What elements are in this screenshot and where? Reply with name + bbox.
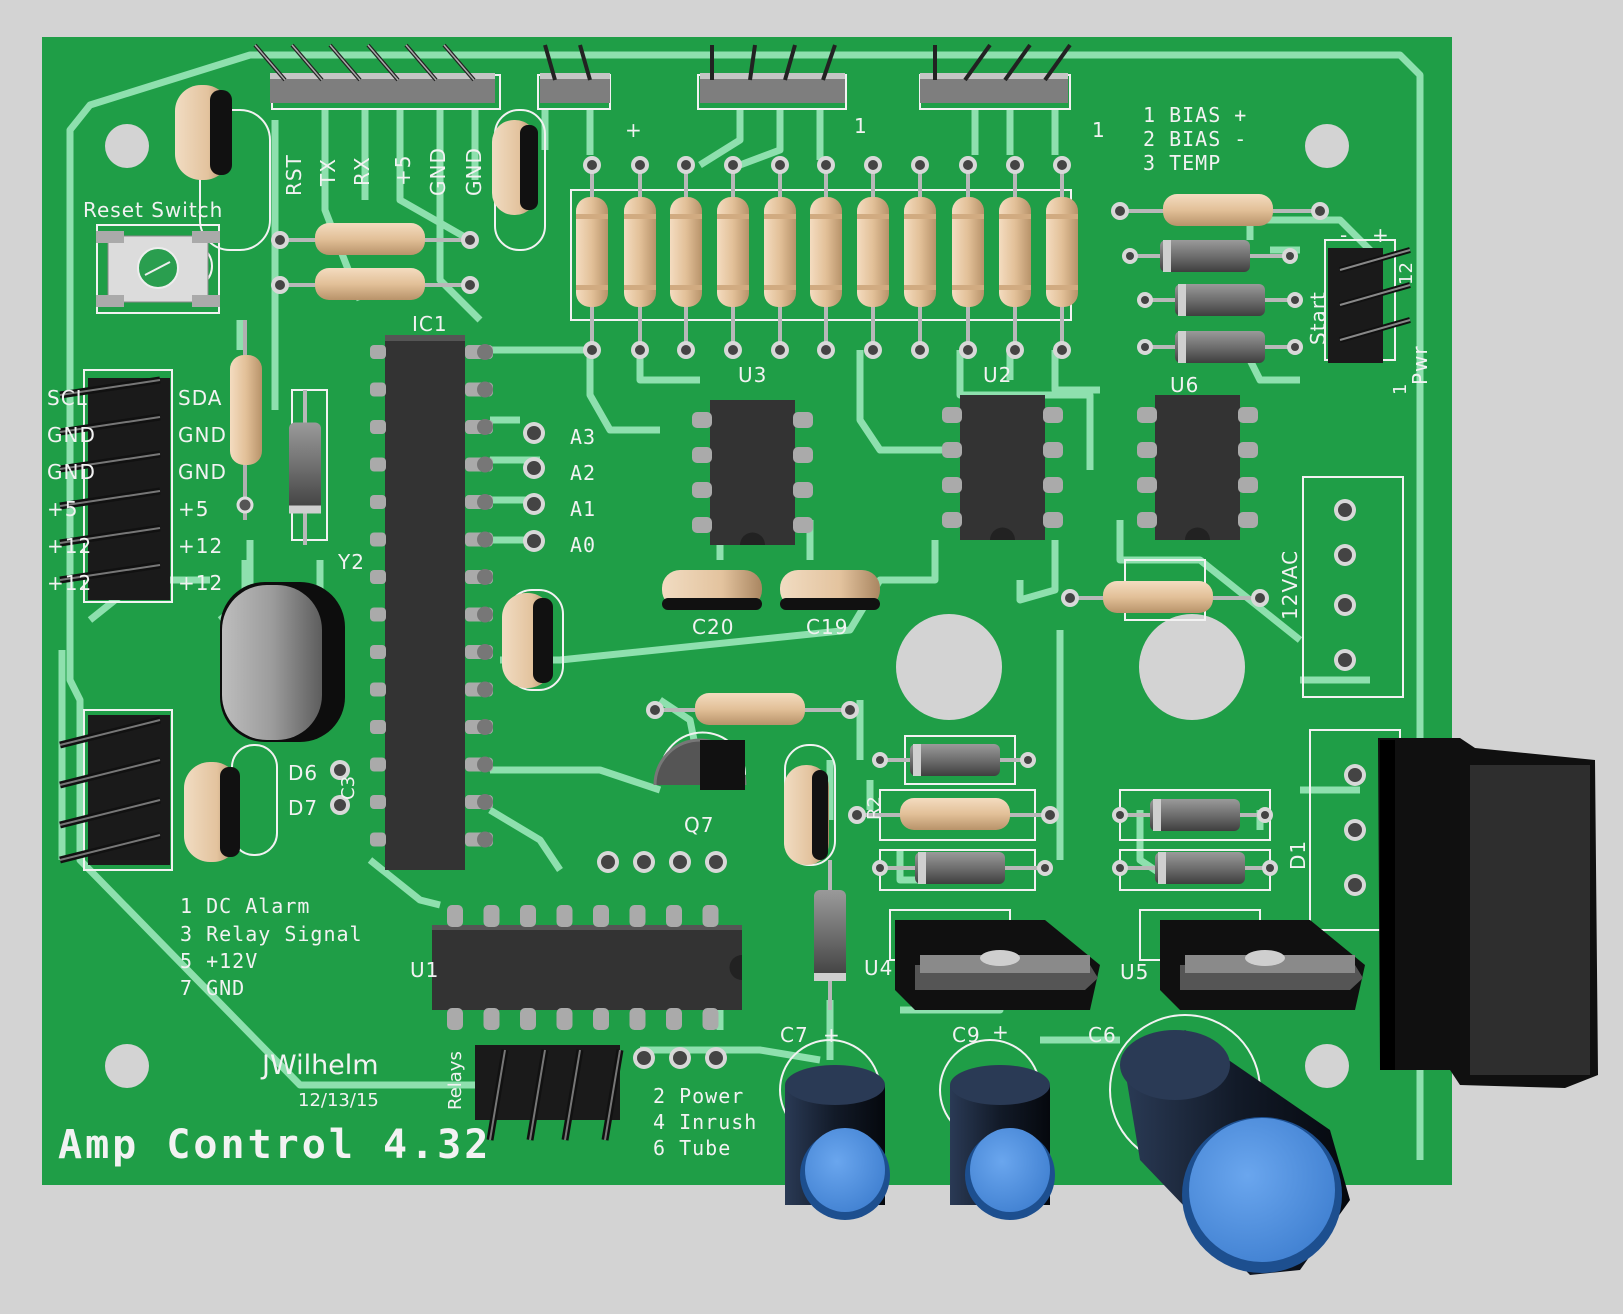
diode (814, 860, 846, 1010)
resistor (576, 156, 608, 359)
resistor (271, 223, 479, 255)
diode (1137, 331, 1303, 363)
resistor-left (230, 320, 262, 520)
resistor (670, 156, 702, 359)
resistor (717, 156, 749, 359)
horizontal-resistors (271, 194, 1329, 830)
resistor (848, 798, 1059, 830)
resistor (810, 156, 842, 359)
ic1-microcontroller (330, 335, 545, 870)
electrolytic-caps (785, 1030, 1350, 1275)
transistor-q7 (653, 738, 747, 790)
resistor (764, 156, 796, 359)
mounting-holes (105, 124, 1349, 1088)
diode (289, 390, 321, 545)
diode (1122, 240, 1298, 272)
i2c-header (59, 376, 170, 600)
resistor (624, 156, 656, 359)
diode (1112, 799, 1273, 831)
amp1-header (700, 44, 845, 103)
diode (872, 744, 1036, 776)
resistor (1061, 581, 1269, 613)
resistor (904, 156, 936, 359)
regulator-u5 (1160, 920, 1365, 1010)
resistor (271, 268, 479, 300)
relays-header (475, 1045, 624, 1141)
regulator-u4 (895, 920, 1100, 1010)
u1-driver (432, 905, 742, 1030)
reset-switch (96, 231, 220, 307)
diodes (289, 240, 1303, 1010)
diode (872, 852, 1053, 884)
pads (597, 499, 1366, 1069)
dc-alarm-header (59, 715, 170, 865)
crystal-y2 (220, 582, 345, 742)
dip8-ic (1137, 395, 1258, 540)
resistor (1046, 156, 1078, 359)
resistor (646, 693, 859, 725)
start-pwr-header (1328, 247, 1411, 363)
resistor (1111, 194, 1329, 226)
resistor (999, 156, 1031, 359)
dip8-ic (942, 395, 1063, 540)
resistor (857, 156, 889, 359)
ftdi-header (253, 43, 495, 103)
resistor (952, 156, 984, 359)
resistor-bank (576, 156, 1078, 359)
dip8-ics (692, 395, 1258, 545)
dip8-ic (692, 400, 813, 545)
ceramic-caps (175, 85, 880, 865)
diode (1112, 852, 1278, 884)
led-header (540, 44, 610, 103)
diode (1137, 284, 1303, 316)
amp2-header (920, 43, 1072, 103)
relay-block (1378, 738, 1598, 1088)
